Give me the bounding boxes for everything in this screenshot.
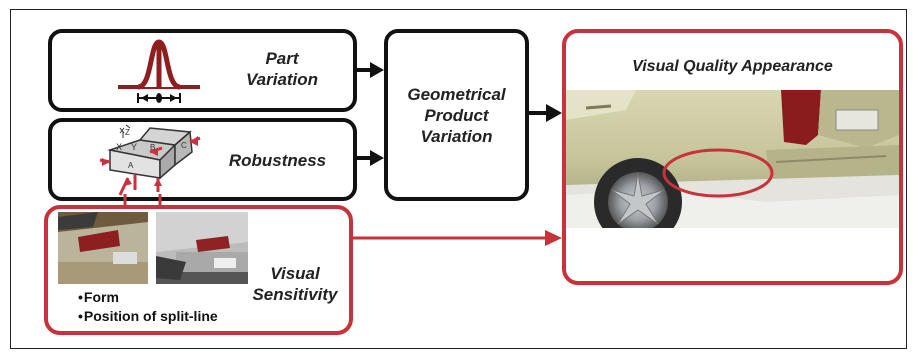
part-variation-label: Part Variation [245,49,319,89]
figure-frame [10,9,907,349]
point-label-c: C [181,141,187,150]
point-label-b: B [150,143,155,152]
part-variation-box [48,29,357,112]
car-photo-form [58,212,148,284]
car-photo-split-line [156,212,248,284]
arrow-geometrical-to-quality [529,104,562,122]
locating-scheme-icon [99,124,201,205]
geometrical-product-variation-box [384,29,529,201]
distribution-curve-icon [118,39,200,103]
visual-quality-appearance-label: Visual Quality Appearance [632,58,833,75]
visual-sensitivity-label: Visual Sensitivity [252,264,338,304]
axis-label-x: X [116,142,122,152]
bullet-split-line: Position of split-line [78,308,218,324]
arrow-sensitivity-to-quality [353,230,562,246]
axis-label-y: Y [131,142,137,152]
arrow-robustness-to-geometrical [357,150,384,166]
arrow-part-to-geometrical [357,62,384,78]
geometrical-product-variation-label: Geometrical Product Variation [407,85,506,146]
car-rear-photo [566,90,899,228]
point-label-a: A [128,161,134,170]
robustness-label: Robustness [228,151,327,170]
bullet-form: Form [78,289,119,305]
split-line-highlight [662,148,774,198]
axis-label-z: Z [125,128,130,137]
robustness-box [48,118,357,201]
